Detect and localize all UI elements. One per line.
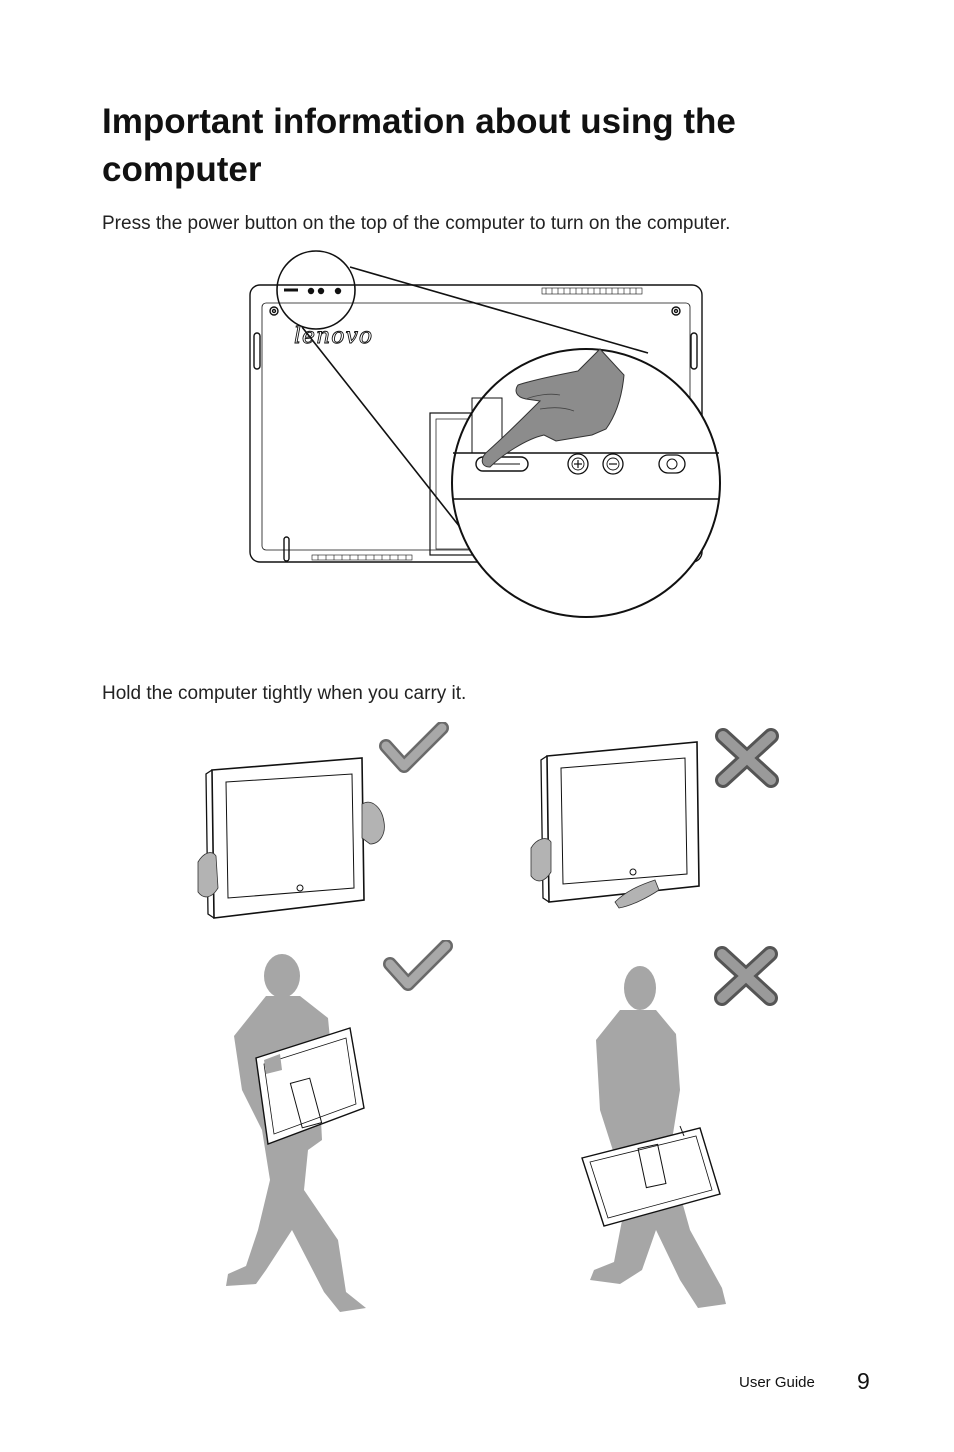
volume-down-icon [602,453,624,475]
incorrect-grip-figure [530,728,779,909]
page-title: Important information about using the co… [102,102,736,189]
page-number: 9 [857,1368,870,1394]
cross-icon [714,946,778,1006]
correct-grip-figure [197,722,449,919]
right-hand [361,801,385,845]
person-silhouette [590,966,726,1308]
carried-computer [255,1027,365,1145]
left-hand [197,852,219,898]
footer-label: User Guide [739,1374,815,1391]
power-button-figure: lenovo [249,250,721,618]
zoom-circle [451,348,721,618]
camera-icon [658,454,686,474]
power-instruction: Press the power button on the top of the… [102,213,731,234]
incorrect-carry-figure [581,946,778,1308]
callout-circle-small [276,250,356,330]
cross-icon [715,728,779,788]
bottom-hand [614,879,660,909]
volume-up-icon [567,453,589,475]
carry-instruction: Hold the computer tightly when you carry… [102,683,467,704]
hanging-computer [581,1125,721,1227]
correct-carry-figure [226,940,453,1312]
left-hand [530,838,552,882]
